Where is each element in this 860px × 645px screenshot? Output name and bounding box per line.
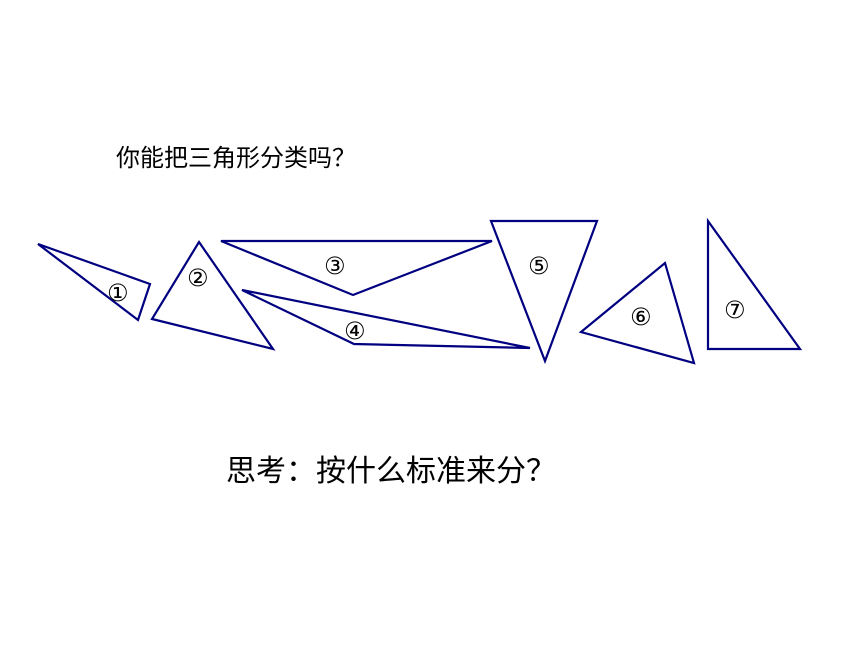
triangle-label-3: ③ (324, 252, 346, 280)
triangle-3 (220, 239, 493, 297)
triangle-label-1: ① (107, 279, 129, 307)
triangle-label-2: ② (187, 264, 209, 292)
triangle-label-5: ⑤ (528, 252, 550, 280)
triangle-label-6: ⑥ (630, 303, 652, 331)
triangle-1 (37, 242, 152, 322)
triangle-4 (241, 288, 531, 350)
triangle-label-4: ④ (344, 317, 366, 345)
triangle-7 (706, 217, 803, 351)
triangle-label-7: ⑦ (724, 296, 746, 324)
triangle-6 (578, 261, 696, 365)
triangle-2 (150, 239, 276, 351)
prompt-text: 思考：按什么标准来分？ (226, 454, 556, 489)
triangle-5 (489, 219, 599, 365)
question-text: 你能把三角形分类吗？ (116, 144, 356, 172)
